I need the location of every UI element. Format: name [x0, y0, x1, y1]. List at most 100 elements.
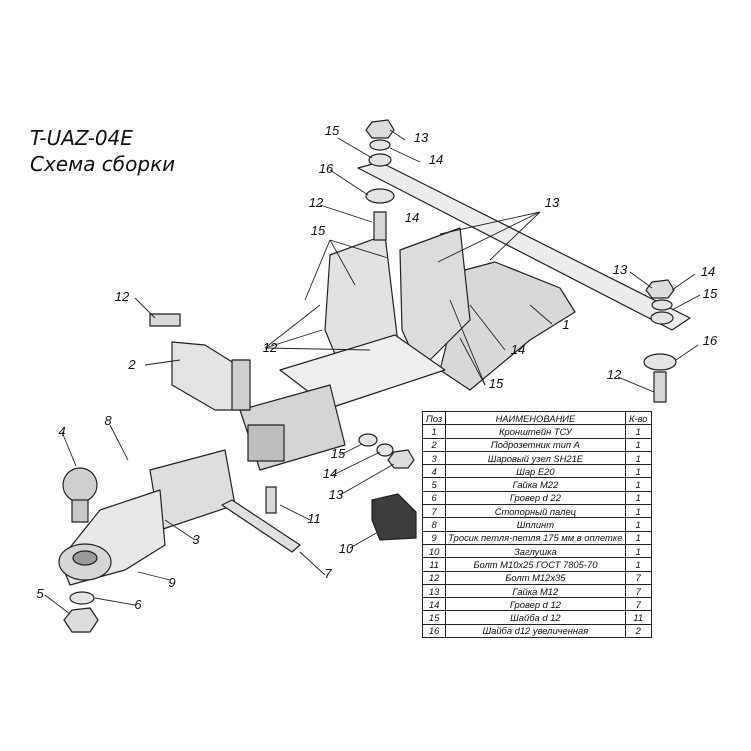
callout-15: 15 — [310, 223, 326, 238]
callout-15: 15 — [330, 446, 346, 461]
callout-14: 14 — [322, 466, 338, 481]
row-name: Заглушка — [445, 543, 626, 559]
callout-14: 14 — [428, 152, 444, 167]
row-name: Подрозетник тип А — [445, 437, 626, 452]
nut-right — [645, 279, 675, 299]
row-pos: 4 — [421, 464, 447, 479]
callout-14: 14 — [700, 264, 716, 279]
callout-12: 12 — [606, 367, 622, 382]
callout-5: 5 — [36, 586, 44, 601]
callout-1: 1 — [562, 317, 570, 332]
row-qty: 1 — [624, 464, 653, 479]
header-name: НАИМЕНОВАНИЕ — [445, 410, 626, 426]
row-qty: 1 — [624, 477, 653, 492]
washer-top-1 — [369, 139, 391, 151]
bolt-vertical-right — [653, 371, 667, 403]
row-pos: 13 — [421, 583, 447, 599]
row-qty: 1 — [624, 557, 653, 572]
row-name: Шаровый узел SH21E — [445, 450, 626, 466]
row-pos: 1 — [421, 424, 447, 439]
callout-15: 15 — [488, 376, 504, 391]
row-pos: 8 — [421, 517, 447, 532]
row-pos: 14 — [421, 597, 447, 612]
row-pos: 11 — [421, 557, 447, 572]
callout-2: 2 — [128, 357, 136, 372]
bolt-left — [149, 313, 181, 327]
bolt-m10 — [265, 486, 277, 514]
nut-top — [365, 119, 395, 139]
row-pos: 15 — [421, 610, 447, 625]
callout-15: 15 — [702, 286, 718, 301]
callout-10: 10 — [338, 541, 354, 556]
callout-13: 13 — [612, 262, 628, 277]
washer-right-1 — [651, 299, 673, 311]
row-name: Стопорный палец — [445, 504, 626, 519]
row-qty: 1 — [624, 490, 653, 506]
washer-large-right — [643, 353, 677, 371]
callout-14: 14 — [404, 210, 420, 225]
drawing-subtitle: Схема сборки — [30, 152, 176, 176]
row-qty: 1 — [624, 424, 653, 439]
plug-cap — [371, 493, 417, 541]
washer-m22 — [69, 591, 95, 605]
leader-lines — [44, 129, 701, 615]
header-pos: Поз — [421, 410, 447, 426]
row-name: Гровер d 12 — [445, 597, 626, 612]
table-header-row: Поз НАИМЕНОВАНИЕ К-во — [421, 410, 653, 426]
callout-16: 16 — [702, 333, 718, 348]
callout-11: 11 — [307, 511, 321, 526]
row-pos: 10 — [421, 543, 447, 559]
row-qty: 7 — [624, 597, 653, 612]
row-qty: 1 — [624, 450, 653, 466]
callout-12: 12 — [114, 289, 130, 304]
row-pos: 2 — [421, 437, 447, 452]
row-name: Гровер d 22 — [445, 490, 626, 506]
row-name: Тросик петля-петля 175 мм в оплетке — [445, 530, 626, 545]
row-pos: 6 — [421, 490, 447, 506]
row-name: Шар Е20 — [445, 464, 626, 479]
row-qty: 1 — [624, 517, 653, 532]
row-qty: 2 — [624, 623, 653, 639]
callout-16: 16 — [318, 161, 334, 176]
tow-ball — [62, 467, 98, 503]
nut-mid — [387, 449, 415, 469]
washer-mid-2 — [376, 443, 394, 457]
row-name: Болт М12х35 — [445, 570, 626, 585]
callout-14: 14 — [510, 342, 526, 357]
washer-top-2 — [368, 153, 392, 167]
row-qty: 1 — [624, 437, 653, 452]
callout-7: 7 — [324, 566, 332, 581]
callout-12: 12 — [262, 340, 278, 355]
callout-6: 6 — [134, 597, 142, 612]
washer-mid-1 — [358, 433, 378, 447]
row-pos: 7 — [421, 504, 447, 519]
washer-large-top — [365, 188, 395, 204]
callout-13: 13 — [413, 130, 429, 145]
lock-pin — [221, 499, 301, 553]
callout-13: 13 — [544, 195, 560, 210]
callout-12: 12 — [308, 195, 324, 210]
callout-3: 3 — [192, 532, 200, 547]
row-qty: 7 — [624, 570, 653, 585]
nut-m22 — [63, 607, 99, 633]
row-qty: 11 — [624, 610, 653, 625]
callout-13: 13 — [328, 487, 344, 502]
row-pos: 12 — [421, 570, 447, 585]
row-qty: 1 — [624, 504, 653, 519]
row-pos: 9 — [421, 530, 447, 545]
callout-15: 15 — [324, 123, 340, 138]
row-name: Болт М10х25 ГОСТ 7805-70 — [445, 557, 626, 572]
washer-right-2 — [650, 311, 674, 325]
callout-9: 9 — [168, 575, 176, 590]
header-qty: К-во — [624, 410, 653, 426]
